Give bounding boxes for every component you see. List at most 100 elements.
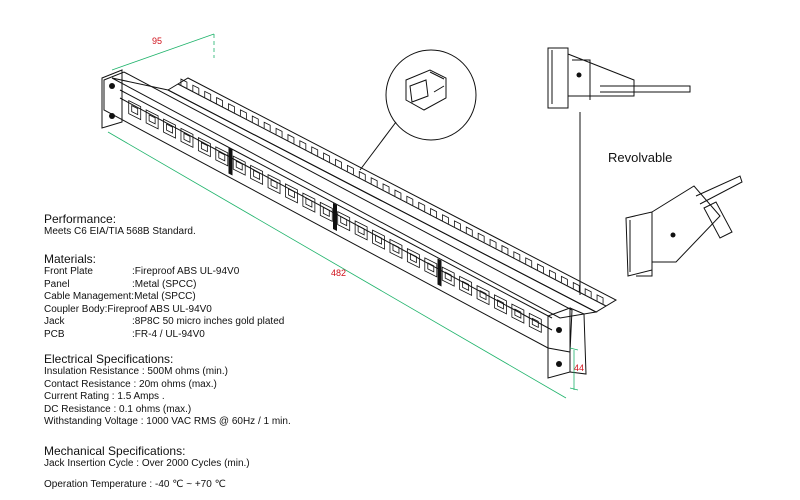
height-dimension-line: [569, 347, 579, 391]
electrical-item: Current Rating : 1.5 Amps .: [44, 391, 165, 402]
rj45-port: [267, 173, 281, 195]
cable-management-tooth: [489, 238, 497, 249]
rj45-port: [250, 164, 264, 186]
electrical-item: Insulation Resistance : 500M ohms (min.): [44, 366, 228, 377]
cable-management-tooth: [477, 232, 485, 243]
side-view-rotated: [625, 185, 721, 277]
electrical-section: Electrical Specifications: Insulation Re…: [44, 352, 291, 429]
cable-management-tooth: [572, 281, 580, 292]
material-value: FR-4 / UL-94V0: [134, 328, 205, 340]
rj45-port: [389, 238, 403, 260]
material-key: Jack: [44, 316, 65, 327]
rj45-port: [319, 201, 333, 223]
material-row: Coupler Body: Fireproof ABS UL-94V0: [44, 304, 284, 317]
cable-management-tooth: [406, 195, 414, 206]
cable-management-tooth: [584, 288, 592, 298]
cable-management-tooth: [382, 183, 390, 193]
cable-management-tooth: [525, 257, 533, 267]
material-separator: :: [132, 316, 135, 327]
material-key: PCB: [44, 328, 65, 340]
material-row: PCB: FR-4 / UL-94V0: [44, 329, 284, 342]
port-group-divider: [333, 203, 337, 231]
mount-hole-bottom-right: [556, 361, 562, 367]
cable-management-tooth: [311, 146, 319, 156]
rj45-port: [494, 294, 507, 315]
cable-management-tooth: [239, 109, 247, 119]
electrical-item: Contact Resistance : 20m ohms (max.): [44, 378, 217, 390]
cable-management-tooth: [228, 103, 235, 113]
cable-management-tooth: [465, 226, 473, 237]
rj45-port: [511, 303, 525, 324]
performance-title: Performance:: [44, 212, 117, 226]
cable-management-tooth: [287, 133, 295, 144]
rj45-port: [128, 99, 142, 121]
material-key: Cable Management: [44, 291, 132, 302]
mechanical-title: Mechanical Specifications:: [44, 444, 186, 458]
material-value: Fireproof ABS UL-94V0: [134, 266, 240, 277]
pivot-point-icon: [576, 72, 582, 78]
cable-management-tooth: [299, 140, 307, 150]
electrical-list: Insulation Resistance : 500M ohms (min.)…: [44, 366, 291, 429]
rj45-port: [215, 146, 229, 167]
cable-management-tooth: [323, 152, 331, 163]
depth-dimension-line: [111, 33, 215, 71]
material-row: Jack: 8P8C 50 micro inches gold plated: [44, 316, 284, 329]
mount-hole-top-right: [556, 327, 562, 333]
cable-management-tooth: [346, 164, 354, 175]
cable-management-tooth: [418, 201, 426, 212]
rj45-port: [354, 220, 368, 241]
material-separator: :: [132, 278, 135, 290]
rj45-port: [302, 192, 316, 213]
side-view-upright: [547, 47, 635, 109]
cable-management-tooth: [358, 170, 366, 181]
cable-management-tooth: [537, 263, 545, 274]
cable-management-tooth: [501, 244, 509, 255]
material-separator: :: [132, 266, 135, 277]
material-separator: :: [104, 303, 108, 315]
left-mounting-ear: [101, 69, 123, 129]
material-value: 8P8C 50 micro inches gold plated: [134, 316, 285, 327]
mechanical-item: Operation Temperature : -40 ℃ ~ +70 ℃: [44, 478, 226, 490]
cable-management-tooth: [442, 214, 449, 224]
cable-management-tooth: [192, 84, 200, 95]
width-dimension-label: 482: [331, 268, 346, 278]
height-dimension-label: 44: [574, 363, 584, 373]
electrical-item: DC Resistance : 0.1 ohms (max.): [44, 403, 192, 415]
material-value: Metal (SPCC): [134, 291, 196, 302]
rj45-port: [406, 247, 420, 269]
cable-management-tooth: [596, 294, 604, 304]
material-row: Cable Management: Metal (SPCC): [44, 291, 284, 304]
cable-management-tooth: [513, 251, 521, 261]
material-value: Metal (SPCC): [134, 278, 197, 290]
port-group-divider: [437, 258, 442, 287]
material-value: Fireproof ABS UL-94V0: [107, 303, 212, 315]
rj45-port: [285, 183, 298, 204]
material-separator: :: [131, 291, 135, 302]
rj45-port: [476, 284, 490, 306]
material-key: Panel: [44, 278, 70, 290]
materials-title: Materials:: [44, 252, 97, 266]
rj45-port: [459, 275, 473, 297]
cable-management-tooth: [430, 207, 438, 218]
jack-detail-circle: [385, 49, 477, 141]
material-row: Panel: Metal (SPCC): [44, 279, 284, 292]
cable-management-tooth: [263, 121, 271, 132]
rj45-port: [528, 312, 542, 334]
pivot-point-icon: [670, 232, 676, 238]
mechanical-item: Jack Insertion Cycle : Over 2000 Cycles …: [44, 458, 250, 469]
materials-section: Materials: Front Plate: Fireproof ABS UL…: [44, 252, 284, 341]
rj45-port: [372, 229, 385, 250]
cable-management-tooth: [275, 127, 283, 138]
cable-management-tooth: [204, 90, 212, 101]
cable-management-tooth: [180, 78, 188, 89]
revolvable-callout: Revolvable: [608, 150, 673, 165]
cable-management-tooth: [453, 220, 461, 230]
mount-hole-bottom-left: [109, 113, 115, 119]
rj45-port: [337, 210, 351, 232]
right-mounting-ear: [547, 307, 571, 379]
keystone-jack-detail: [405, 69, 447, 111]
material-separator: :: [132, 328, 135, 340]
electrical-title: Electrical Specifications:: [44, 352, 174, 366]
rj45-port: [145, 109, 159, 130]
